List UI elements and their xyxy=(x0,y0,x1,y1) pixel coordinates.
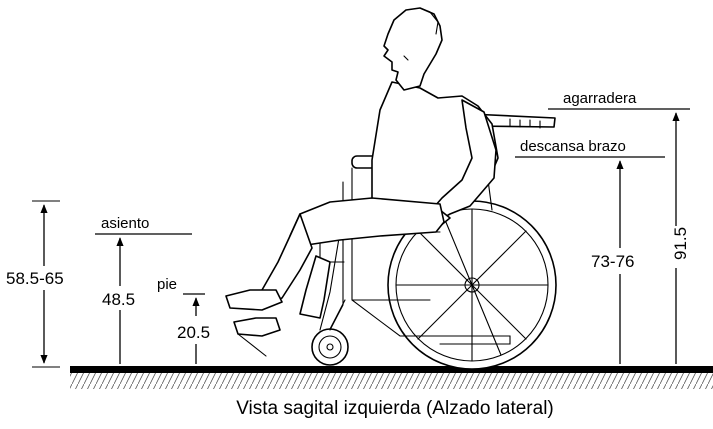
rear-wheel xyxy=(387,200,557,370)
floor xyxy=(70,366,713,389)
dimension-asiento xyxy=(95,233,192,364)
dimension-total-left xyxy=(0,200,84,368)
person-shoe-lower xyxy=(233,317,281,337)
dimension-pie-value: 20.5 xyxy=(177,323,210,342)
dimension-pie xyxy=(183,293,205,364)
caption: Vista sagital izquierda (Alzado lateral) xyxy=(236,398,554,419)
dimension-asiento-value: 48.5 xyxy=(102,290,135,309)
dimension-total-left-value: 58.5-65 xyxy=(6,269,64,288)
dimension-agarradera xyxy=(548,108,692,364)
label-pie: pie xyxy=(157,276,177,293)
label-asiento: asiento xyxy=(101,215,149,232)
dimension-descansa-brazo-value: 73-76 xyxy=(591,252,634,271)
footrest xyxy=(299,255,331,319)
label-descansa-brazo: descansa brazo xyxy=(520,138,626,155)
person-thigh xyxy=(289,197,445,247)
dimension-descansa-brazo xyxy=(515,156,665,364)
label-agarradera: agarradera xyxy=(563,90,637,107)
person-head xyxy=(383,7,443,91)
dimension-agarradera-value: 91.5 xyxy=(671,227,690,260)
person-shoe-upper xyxy=(225,289,283,311)
wheelchair-illustration xyxy=(225,7,557,370)
